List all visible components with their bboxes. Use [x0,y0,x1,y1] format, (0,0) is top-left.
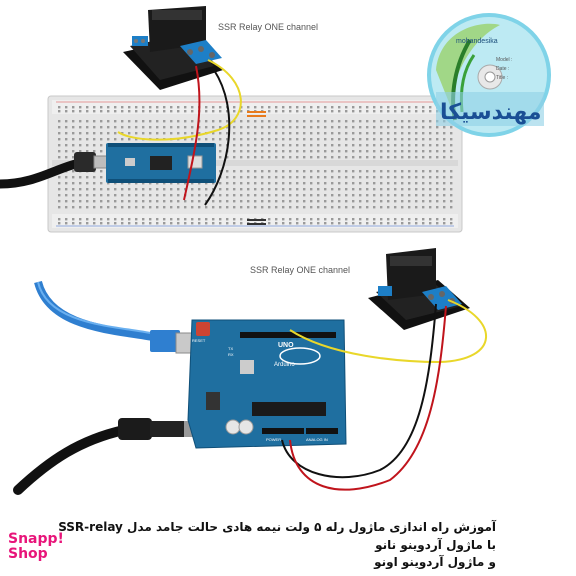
dc-power-cable [13,418,196,495]
ssr-relay-top [123,6,223,90]
snapp-logo-line1: Snapp! [8,531,64,547]
disc-field-model: Model : [496,57,513,63]
arduino-nano-board [106,143,216,183]
uno-power-header: POWER [266,437,282,442]
usb-cable-nano [0,152,109,189]
uno-reset-label: RESET [192,338,206,343]
uno-rx-label: RX [228,352,234,357]
snapp-logo-line2: Shop [8,546,48,562]
usb-cable-uno [34,280,209,354]
snapp-shop-logo: Snapp! Shop [8,532,64,562]
disc-url: mohandesika [456,38,498,45]
disc-field-title: Title : [496,75,509,81]
caption-line-2: با ماژول آردوینو نانو [375,538,496,552]
wires-bottom [281,299,487,491]
top-relay-label: SSR Relay ONE channel [218,22,319,32]
bottom-relay-label: SSR Relay ONE channel [250,265,351,275]
caption-line-1: آموزش راه اندازی ماژول رله ۵ ولت نیمه ها… [58,520,496,534]
breadboard-jumpers [247,111,266,225]
uno-brand-text: Arduino [274,362,295,368]
wires-top [117,59,242,206]
ssr-relay-bottom [368,248,470,330]
disc-field-date: Date : [496,66,510,72]
arduino-uno-board [187,319,347,449]
disc-fields: Model : Date : Title : [496,56,512,83]
breadboard [47,95,463,233]
caption-line-3: و ماژول آردوینو اونو [374,555,496,569]
uno-tx-label: TX [228,346,234,351]
uno-logo-text: UNO [278,342,294,349]
cd-disc [427,13,551,137]
disc-brand: مهندسیکا [440,100,542,125]
uno-analog-header: ANALOG IN [306,437,328,442]
